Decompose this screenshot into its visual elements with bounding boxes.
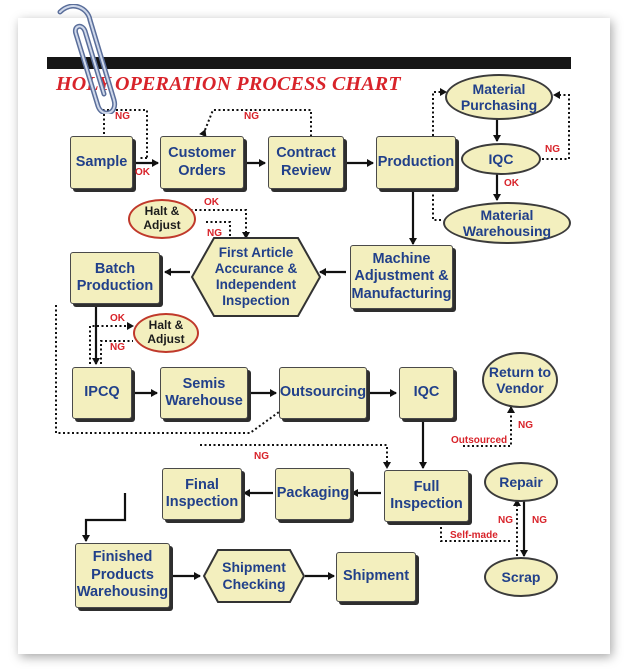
chart-title: HOLY OPERATION PROCESS CHART xyxy=(56,73,401,95)
node-material-purchasing: Material Purchasing xyxy=(445,74,553,120)
node-iqc-top: IQC xyxy=(461,143,541,175)
node-customer-orders: Customer Orders xyxy=(160,136,244,189)
node-repair: Repair xyxy=(484,462,558,502)
node-shipment-checking-shape xyxy=(202,549,306,603)
label-ng-sample: NG xyxy=(115,111,130,122)
header-bar xyxy=(47,57,571,69)
paperclip-icon xyxy=(57,4,118,114)
node-ipcq: IPCQ xyxy=(72,367,132,419)
label-ng-repair-b: NG xyxy=(532,515,547,526)
label-ok-halt2: OK xyxy=(110,313,125,324)
node-finished-products: Finished Products Warehousing xyxy=(75,543,170,608)
node-scrap: Scrap xyxy=(484,557,558,597)
node-contract-review: Contract Review xyxy=(268,136,344,189)
label-ng-outsourcing: NG xyxy=(254,451,269,462)
node-sample: Sample xyxy=(70,136,133,189)
node-batch-production: Batch Production xyxy=(70,252,160,304)
label-ng-repair-a: NG xyxy=(498,515,513,526)
node-first-article: First Article Accurance & Independent In… xyxy=(214,244,298,309)
label-outsourced: Outsourced xyxy=(451,435,508,446)
node-packaging: Packaging xyxy=(275,468,351,520)
label-self-made: Self-made xyxy=(450,530,498,541)
node-halt-adjust-1: Halt & Adjust xyxy=(128,199,196,239)
node-material-warehousing: Material Warehousing xyxy=(443,202,571,244)
label-ng-iqc-top: NG xyxy=(545,144,560,155)
label-ng-contract: NG xyxy=(244,111,259,122)
node-production: Production xyxy=(376,136,456,189)
label-ng-halt2: NG xyxy=(110,342,125,353)
node-iqc-mid: IQC xyxy=(399,367,454,419)
node-semis-warehouse: Semis Warehouse xyxy=(160,367,248,419)
label-ok-iqc-top: OK xyxy=(504,178,519,189)
node-first-article-shape xyxy=(190,237,322,317)
node-outsourcing: Outsourcing xyxy=(279,367,367,419)
label-ok-halt1: OK xyxy=(204,197,219,208)
node-final-inspection: Final Inspection xyxy=(162,468,242,520)
label-ng-halt1: NG xyxy=(207,228,222,239)
node-full-inspection: Full Inspection xyxy=(384,470,469,522)
label-ng-vendor: NG xyxy=(518,420,533,431)
label-ok-sample: OK xyxy=(135,167,150,178)
node-machine-adjustment: Machine Adjustment & Manufacturing xyxy=(350,245,453,309)
node-shipment: Shipment xyxy=(336,552,416,602)
node-return-to-vendor: Return to Vendor xyxy=(482,352,558,408)
node-halt-adjust-2: Halt & Adjust xyxy=(133,313,199,353)
node-shipment-checking: Shipment Checking xyxy=(222,559,286,592)
